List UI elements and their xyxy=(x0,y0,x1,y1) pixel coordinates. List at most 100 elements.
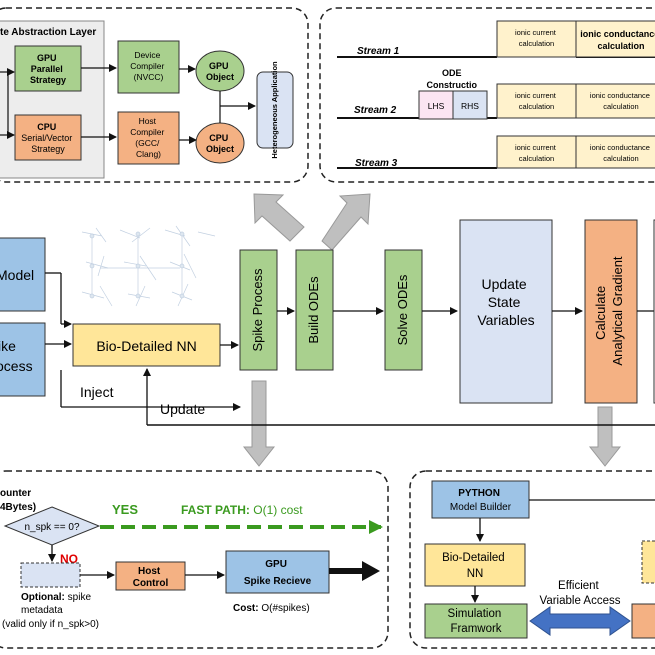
stream-2-current-line-1: ionic current xyxy=(515,91,557,100)
svg-text:Calculate Analytical Gra: Calculate Analytical Gradient xyxy=(593,256,625,365)
rhs-label: RHS xyxy=(461,101,479,111)
host-control-line-2: Control xyxy=(133,578,169,589)
stream-2-current-box: ionic current calculation xyxy=(496,83,577,119)
stream-1-conductance-line-2: calculation xyxy=(597,41,644,51)
solve-odes-stage: Solve ODEs xyxy=(384,249,423,371)
spike-process-input-box: ike ocess xyxy=(0,322,46,397)
spike-process-stage: Spike Process xyxy=(239,249,278,371)
gpu-object-line-2: Object xyxy=(206,72,234,82)
gpu-strategy-line-1: GPU xyxy=(37,53,57,63)
host-compiler-line-2: Compiler xyxy=(130,127,164,137)
svg-text:ionic current calculat: ionic current calculation xyxy=(515,91,558,111)
gpu-spike-recieve-box: GPU Spike Recieve xyxy=(225,550,330,594)
svg-text:Device Compiler: Device Compiler (NVCC) xyxy=(130,50,166,82)
update-state-line-2: State xyxy=(488,294,521,310)
gpu-recv-line-1: GPU xyxy=(265,559,287,570)
gpu-strategy-line-2: Parallel xyxy=(31,64,63,74)
update-state-box: Update State Variables xyxy=(459,219,553,404)
inject-label: Inject xyxy=(80,384,114,400)
cost-label-bold: Cost: xyxy=(233,603,259,614)
update-state-line-3: Variables xyxy=(477,312,534,328)
efficient-line-2: Variable Access xyxy=(540,595,621,607)
device-compiler-line-1: Device xyxy=(134,50,160,60)
variable-access-arrow xyxy=(529,606,631,636)
stream-3-current-line-2: calculation xyxy=(519,154,554,163)
svg-text:Update State Varia: Update State Variables xyxy=(477,276,534,328)
svg-text:Bio-Detailed NN: Bio-Detailed NN xyxy=(442,552,508,580)
stream-1-conductance-box: ionic conductance calculation xyxy=(575,20,655,58)
fast-path-bold: FAST PATH: xyxy=(181,503,250,517)
python-bio-nn-box: Bio-Detailed NN xyxy=(424,543,526,587)
host-compiler-line-4: Clang) xyxy=(136,149,161,159)
stream-1-label: Stream 1 xyxy=(357,46,400,57)
svg-text:Host Control: Host Control xyxy=(133,566,169,589)
model-builder-label: Model Builder xyxy=(450,502,512,513)
optional-line-3: (valid only if n_spk>0) xyxy=(2,619,99,630)
stream-2-current-line-2: calculation xyxy=(519,102,554,111)
stream-1-current-box: ionic current calculation xyxy=(496,20,577,58)
optional-line-2: metadata xyxy=(21,605,63,616)
python-bio-nn-line-2: NN xyxy=(467,568,484,580)
svg-text:CPU Serial/Vector: CPU Serial/Vector Strategy xyxy=(21,122,75,154)
lhs-label: LHS xyxy=(428,101,445,111)
gradient-line-2: Analytical Gradient xyxy=(610,256,625,365)
svg-text:ionic conductance calc: ionic conductance calculation xyxy=(590,143,652,163)
update-state-line-1: Update xyxy=(481,276,526,292)
down-arrow-left xyxy=(242,380,276,467)
yes-label: YES xyxy=(112,502,138,517)
stream-3-current-box: ionic current calculation xyxy=(496,135,577,169)
host-control-box: Host Control xyxy=(115,561,186,591)
model-label: Model xyxy=(0,267,34,283)
stream-3-label: Stream 3 xyxy=(355,158,398,169)
stream-3-current-line-1: ionic current xyxy=(515,143,557,152)
spike-panel: ounter 4Bytes) n_spk == 0? YES FAST PATH… xyxy=(0,470,389,649)
fast-path-cost: O(1) cost xyxy=(253,503,303,517)
spike-input-line-2: ocess xyxy=(0,358,33,374)
svg-text:PYTHON Model Builder: PYTHON Model Builder xyxy=(450,488,512,513)
stream-1-conductance-line-1: ionic conductance xyxy=(580,29,655,39)
gpu-strategy-box: GPU Parallel Strategy xyxy=(14,45,82,92)
cost-label: Cost: O(#spikes) xyxy=(233,603,310,614)
spike-input-line-1: ike xyxy=(0,338,16,354)
stream-2-label: Stream 2 xyxy=(354,105,397,116)
stream-3-conductance-line-1: ionic conductance xyxy=(590,143,650,152)
build-odes-stage: Build ODEs xyxy=(295,249,334,371)
stream-2-conductance-box: ionic conductance calculation xyxy=(575,83,655,119)
svg-text:GPU Object: GPU Object xyxy=(206,61,234,82)
right-orange-box xyxy=(631,603,655,639)
sim-framework-line-1: Simulation xyxy=(448,608,502,620)
cpu-strategy-line-1: CPU xyxy=(37,122,56,132)
gpu-object: GPU Object xyxy=(195,50,245,92)
ode-title-line-2: Constructio xyxy=(426,80,477,90)
gpu-recv-line-2: Spike Recieve xyxy=(244,576,312,587)
neuron-illustration xyxy=(81,225,216,307)
spike-process-stage-label: Spike Process xyxy=(250,268,265,352)
stream-3-conductance-box: ionic conductance calculation xyxy=(575,135,655,169)
gpu-object-line-1: GPU xyxy=(209,61,229,71)
python-label: PYTHON xyxy=(458,488,500,499)
svg-text:ionic conductance calc: ionic conductance calculation xyxy=(590,91,652,111)
condition-label: n_spk == 0? xyxy=(24,522,79,533)
ode-title-line-1: ODE xyxy=(442,68,462,78)
optional-line-1: Optional: spike xyxy=(21,592,91,603)
cpu-object: CPU Object xyxy=(195,122,245,164)
host-compiler-line-1: Host xyxy=(139,116,157,126)
cpu-object-line-2: Object xyxy=(206,144,234,154)
gradient-line-1: Calculate xyxy=(593,286,608,340)
cpu-strategy-box: CPU Serial/Vector Strategy xyxy=(14,114,82,161)
stream-1-current-line-2: calculation xyxy=(519,39,554,48)
simulation-framework-box: Simulation Framwork xyxy=(424,603,528,639)
python-model-builder-box: PYTHON Model Builder xyxy=(431,480,530,519)
model-box: Model xyxy=(0,237,46,312)
svg-text:Efficient Variable Acces: Efficient Variable Access xyxy=(540,580,621,607)
device-compiler-line-2: Compiler xyxy=(130,61,164,71)
cpu-strategy-line-2: Serial/Vector xyxy=(21,133,72,143)
svg-text:Simulation Framwork: Simulation Framwork xyxy=(448,608,505,635)
bio-detailed-nn-label: Bio-Detailed NN xyxy=(96,338,196,354)
sim-framework-line-2: Framwork xyxy=(450,623,501,635)
stream-1-current-line-1: ionic current xyxy=(515,28,557,37)
efficient-line-1: Efficient xyxy=(558,580,600,592)
gpu-strategy-line-3: Strategy xyxy=(30,75,66,85)
device-compiler-line-3: (NVCC) xyxy=(134,72,164,82)
